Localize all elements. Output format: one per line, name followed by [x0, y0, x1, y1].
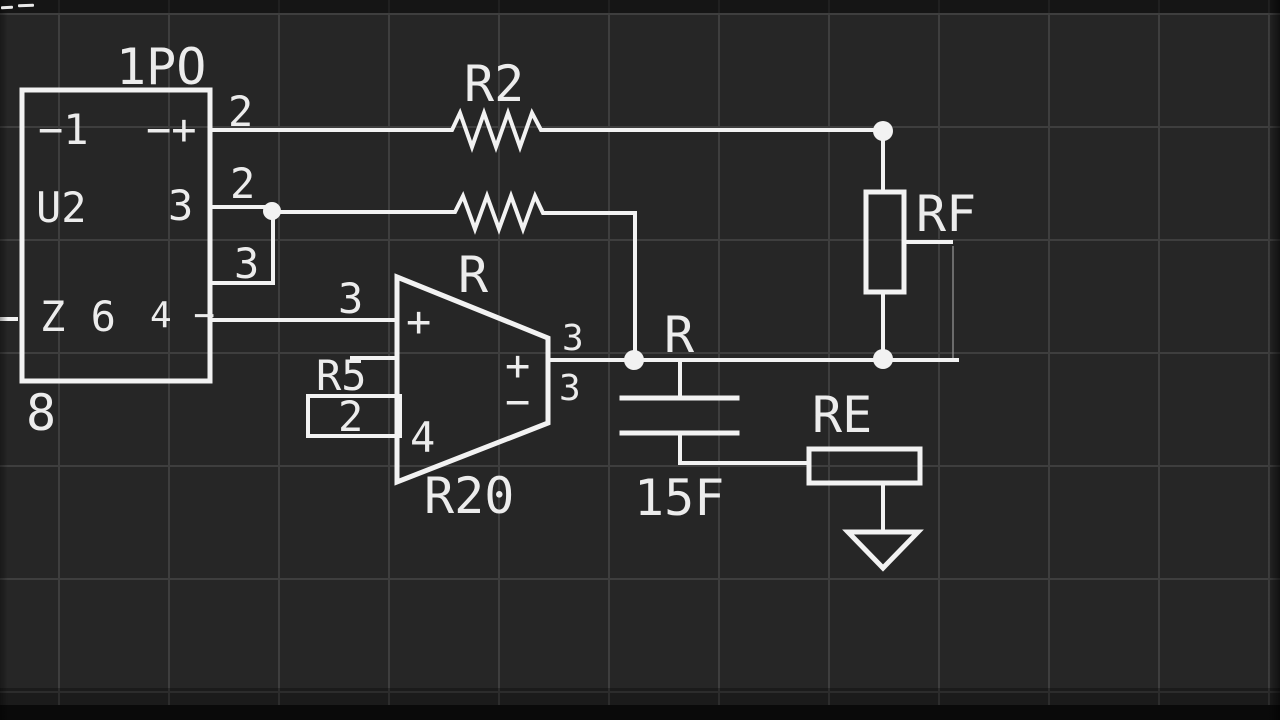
feedback-top-branch [208, 106, 885, 154]
ic-pin8-label: 8 [26, 384, 56, 442]
ic-pin-negplus-label: −+ [146, 105, 197, 154]
resistor-re-label: RE [812, 386, 872, 444]
opamp-pin4-label: 4 [410, 413, 435, 462]
capacitor-r-label: R [664, 306, 695, 364]
rf-branch [863, 129, 954, 361]
noninv-pin-label: 3 [338, 274, 363, 323]
re-resistor-symbol [806, 446, 923, 486]
ic-pin-loop-wire [208, 205, 275, 285]
pin2-top-label: 2 [228, 87, 253, 136]
right-edge-vignette [1268, 0, 1280, 720]
resistor-rf-label: RF [916, 185, 976, 243]
ic-pin-4neg-label: 4 − [150, 295, 215, 336]
pin2-mid-label: 2 [230, 159, 255, 208]
re-branch [806, 446, 924, 572]
resistor-r5-label: R5 [316, 351, 367, 400]
resistor-r2-symbol [208, 106, 885, 154]
pin3-notch-label: 3 [234, 239, 259, 288]
opamp-out-top-label: 3 [562, 318, 584, 359]
opamp-minus-output: − [505, 377, 530, 426]
resistor-r5-value: 2 [338, 392, 363, 441]
ground-symbol [842, 529, 924, 572]
junction-dot [263, 202, 281, 220]
opamp-out-bottom-label: 3 [559, 368, 581, 409]
ic-pin-z6-label: Z 6 [40, 292, 116, 341]
junction-dot [873, 349, 893, 369]
rf-resistor-symbol [863, 189, 907, 295]
junction-dot [873, 121, 893, 141]
opamp-label: R [458, 246, 489, 304]
ic-title-label: 1PO [116, 38, 206, 96]
opamp-plus-input: + [406, 297, 431, 346]
corner-artifact [17, 3, 35, 8]
resistor-mid-symbol [271, 190, 637, 361]
ic-pin-neg1-label: −1 [38, 105, 89, 154]
capacitor-value-label: 15F [634, 469, 724, 527]
corner-artifact [0, 5, 14, 10]
r5-box-symbol [306, 394, 402, 438]
bottom-black-bar [0, 705, 1280, 720]
capacitor-symbol [619, 359, 811, 465]
capacitor-bottom-lead-wire [678, 431, 811, 465]
ic-symbol [0, 87, 275, 384]
opamp-ref-label: R20 [424, 467, 514, 525]
junction-dot [624, 350, 644, 370]
left-edge-vignette [0, 0, 8, 720]
ic-pin3-label: 3 [168, 181, 193, 230]
feedback-mid-branch [271, 190, 637, 361]
opamp-plus-output: + [505, 341, 530, 390]
resistor-r2-label: R2 [464, 55, 524, 113]
top-dark-strip [0, 0, 1280, 13]
bottom-dim-strip [0, 688, 1280, 706]
ic-ref-label: U2 [36, 183, 87, 232]
